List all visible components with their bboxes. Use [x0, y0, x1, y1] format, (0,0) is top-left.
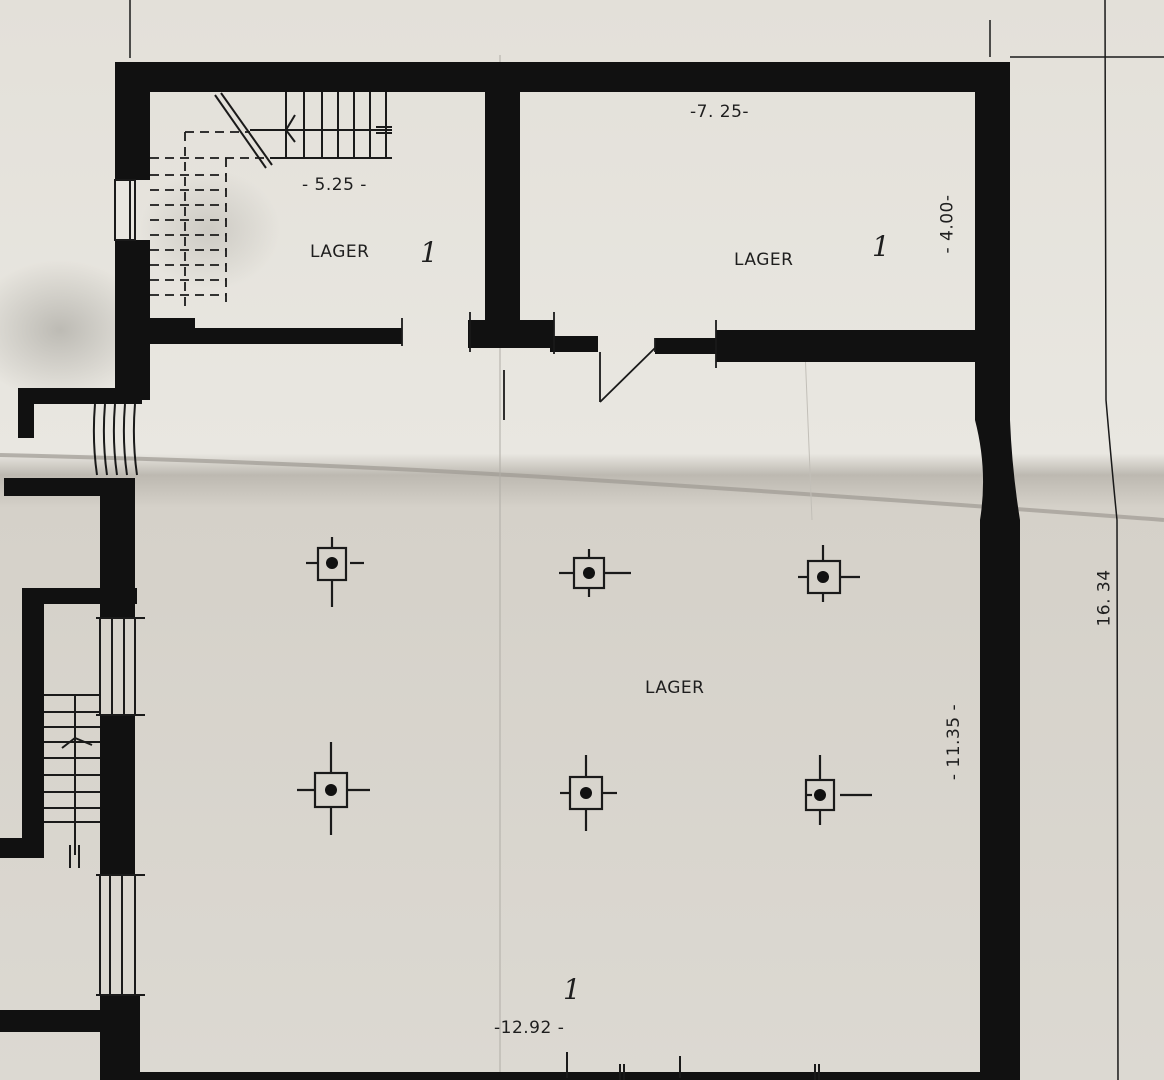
stair-top-left-dashed: [150, 131, 270, 310]
door-swing: [401, 312, 717, 420]
dimension-top-left-width: - 5.25 -: [302, 175, 367, 195]
column-5: [560, 755, 617, 831]
room-mark-main: 1: [563, 973, 582, 1006]
dimension-top-right-depth: - 4.00-: [937, 194, 958, 254]
dimension-top-right-width: -7. 25-: [690, 102, 750, 122]
column-3: [798, 545, 860, 602]
dimension-lines: [129, 0, 1164, 1080]
dimension-overall-depth: 16. 34: [1094, 569, 1115, 627]
room-label-top-right: LAGER: [734, 250, 794, 270]
paper-smudge: [140, 170, 280, 290]
dimension-main-width: -12.92 -: [494, 1018, 565, 1038]
column-4: [297, 742, 370, 835]
column-6: [804, 755, 872, 825]
bottom-openings: [566, 1052, 820, 1080]
column-1: [306, 537, 364, 607]
paper-smudge: [0, 260, 150, 400]
walls: [0, 62, 1020, 1080]
room-label-main: LAGER: [645, 678, 705, 698]
paper-fold-crease: [0, 453, 1164, 522]
dimension-main-depth: - 11.35 -: [944, 703, 965, 781]
column-2: [559, 549, 631, 597]
stair-top-left: [214, 92, 392, 169]
room-mark-top-left: 1: [420, 236, 439, 269]
window-frames: [92, 179, 145, 996]
room-label-top-left: LAGER: [310, 242, 370, 262]
room-mark-top-right: 1: [872, 230, 891, 263]
stair-left-lower: [44, 694, 100, 868]
paper-fold-crease: [804, 349, 813, 521]
